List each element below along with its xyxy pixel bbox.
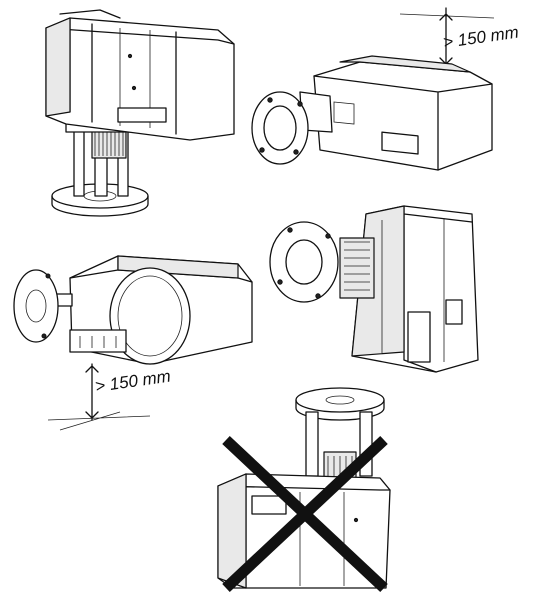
actuator-horizontal-clearance-above	[251, 7, 495, 171]
actuator-inverted-not-allowed	[217, 387, 391, 592]
actuator-side-mounted	[269, 205, 479, 373]
actuator-upright	[45, 9, 235, 217]
clearance-line-bottom	[47, 411, 151, 431]
clearance-line-top	[399, 13, 495, 19]
actuator-horizontal-clearance-below	[13, 255, 253, 431]
prohibited-cross-icon	[222, 435, 388, 592]
clearance-label-left: > 150 mm	[94, 367, 172, 396]
clearance-label-top: > 150 mm	[442, 23, 520, 52]
